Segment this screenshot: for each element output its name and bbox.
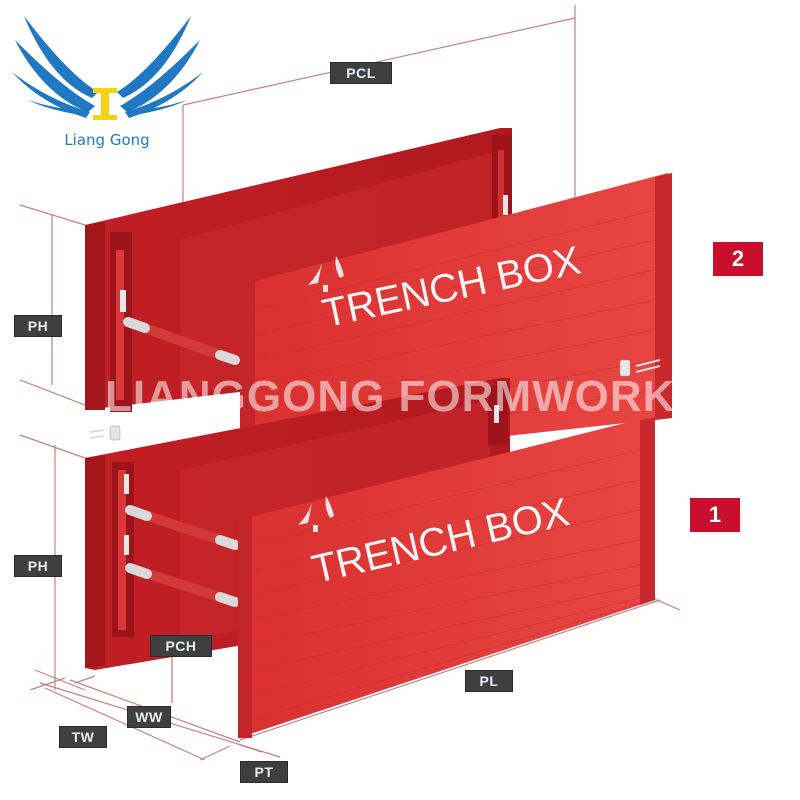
dimension-label-pl: PL [465,670,513,692]
panel-wings-emblem-icon [308,256,344,292]
level-badge-2: 2 [713,242,763,276]
dimension-label-pch: PCH [150,635,212,657]
panel-wings-emblem-icon [298,496,334,532]
dimension-label-tw: TW [59,726,107,748]
dimension-label-ph-bottom: PH [14,555,62,577]
dimension-label-ph-top: PH [14,315,62,337]
brand-name: Liang Gong [64,131,150,149]
dimension-label-pt: PT [240,761,288,783]
watermark-text: LIANGGONG FORMWORK [105,372,676,421]
wings-logo-icon [12,16,203,120]
dimension-label-ww: WW [127,706,171,728]
trench-box-level-2 [85,128,672,465]
dimension-label-pcl: PCL [330,62,392,84]
level-badge-1: 1 [690,498,740,532]
trench-box-level-1 [85,378,655,738]
dimension-lines [19,5,681,761]
